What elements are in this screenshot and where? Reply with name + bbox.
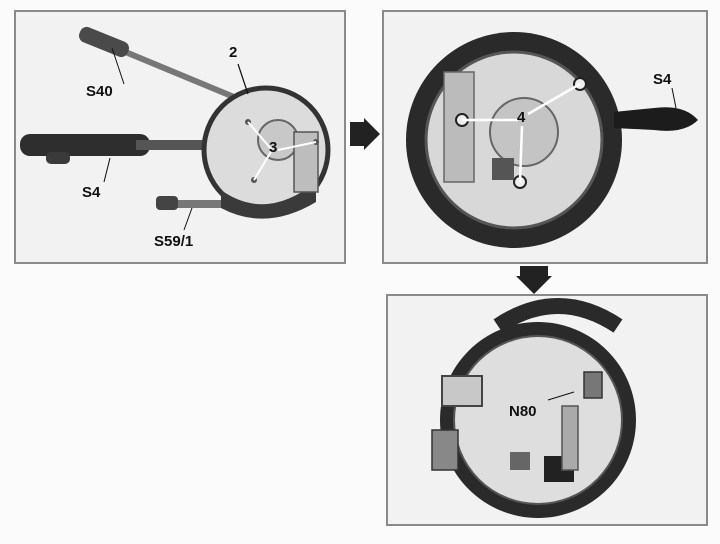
housing-screws-illustration <box>406 32 698 248</box>
label-part-4: 4 <box>517 109 526 126</box>
label-n80: N80 <box>509 403 537 420</box>
n80-module-illustration <box>431 298 636 518</box>
photo-panel-housing-screws: 4 S4 <box>382 10 708 264</box>
label-part-2: 2 <box>229 44 238 61</box>
label-s59-1: S59/1 <box>154 233 194 250</box>
switch-assembly-illustration <box>20 26 331 231</box>
label-part-3: 3 <box>269 139 278 156</box>
photo-panel-switch-assembly: 2 S40 3 S4 S59/1 <box>14 10 346 264</box>
label-s4: S4 <box>82 184 101 201</box>
arrow-right-icon <box>350 118 380 150</box>
photo-panel-n80-module: N80 <box>386 294 708 526</box>
arrow-down-icon <box>516 266 552 294</box>
label-s40: S40 <box>86 83 113 100</box>
label-s4: S4 <box>653 71 672 88</box>
